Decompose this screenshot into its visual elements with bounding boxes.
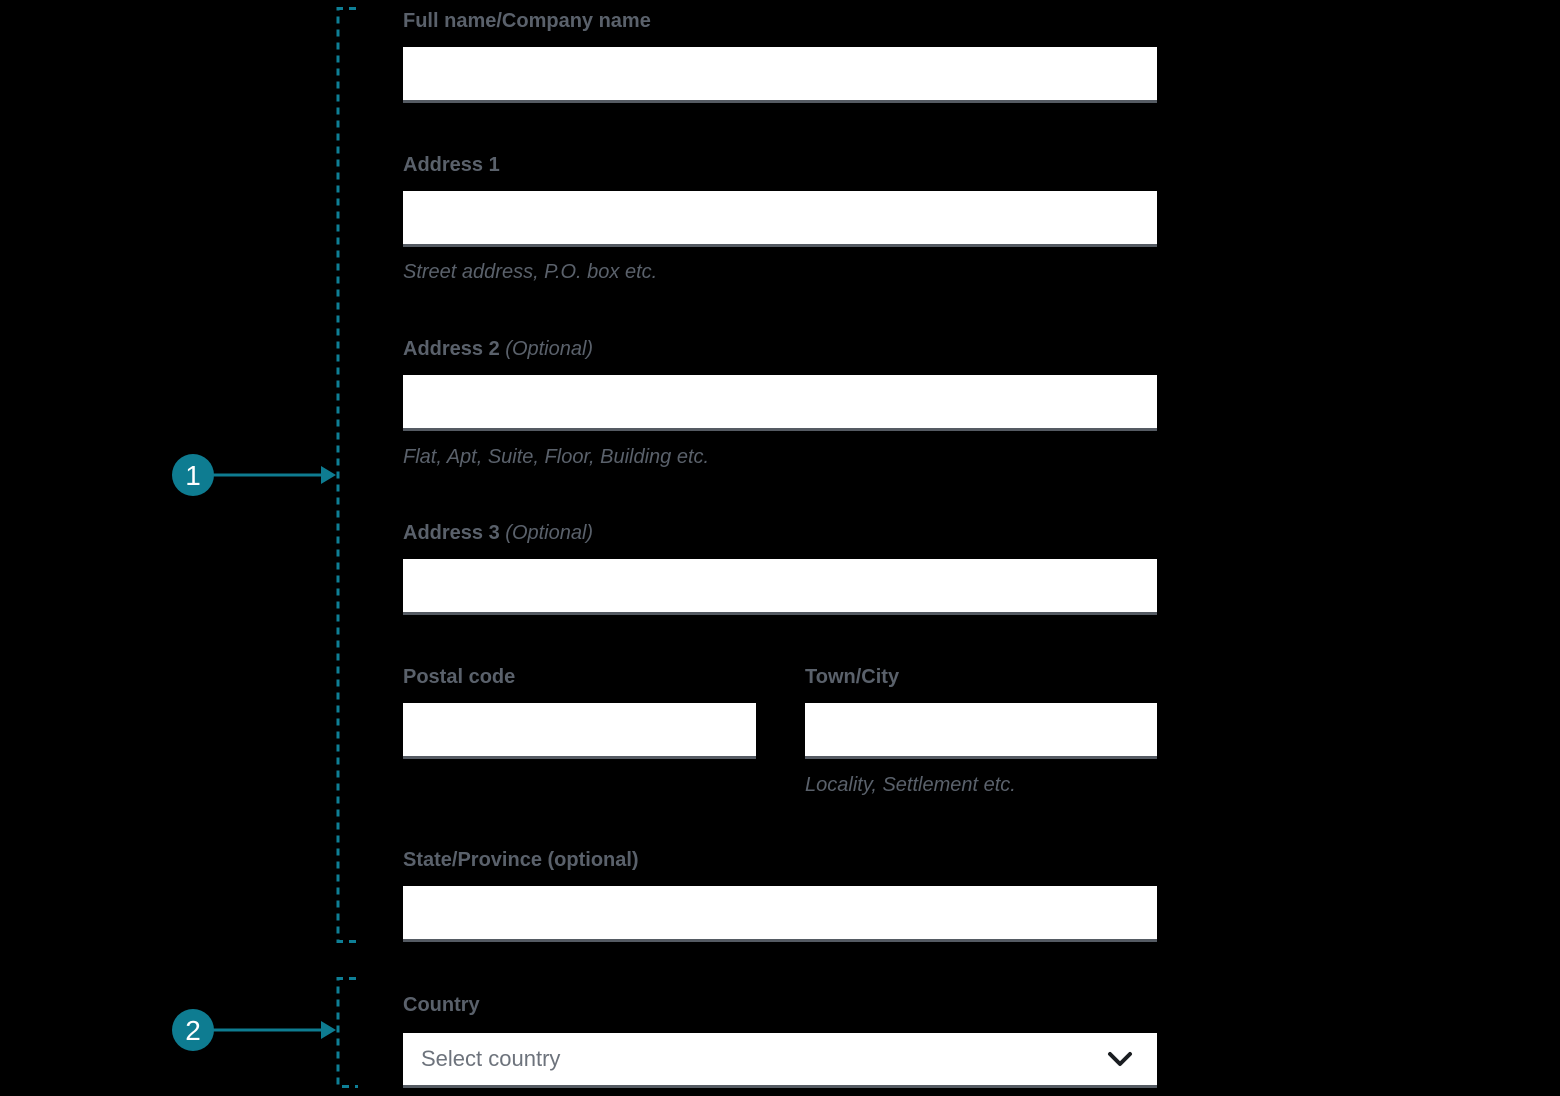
postal-code-label: Postal code (403, 666, 516, 688)
full-name-input[interactable] (403, 47, 1157, 103)
chevron-down-icon (1108, 1052, 1132, 1066)
section-2-bracket (336, 977, 358, 1088)
postal-code-input[interactable] (403, 703, 756, 759)
marker-2-arrow-head (321, 1021, 336, 1039)
marker-2-number: 2 (185, 1015, 201, 1046)
country-label: Country (403, 994, 480, 1016)
marker-1-arrow-head (321, 466, 336, 484)
country-select-value: Select country (421, 1046, 561, 1071)
town-city-input[interactable] (805, 703, 1157, 759)
address-1-helper: Street address, P.O. box etc. (403, 261, 658, 283)
address-2-input[interactable] (403, 375, 1157, 431)
address-2-label: Address 2 (Optional) (403, 338, 594, 360)
country-select[interactable]: Select country (403, 1033, 1157, 1088)
address-3-input[interactable] (403, 559, 1157, 615)
address-2-helper: Flat, Apt, Suite, Floor, Building etc. (403, 446, 710, 468)
state-province-label: State/Province (optional) (403, 849, 639, 871)
address-3-label: Address 3 (Optional) (403, 522, 594, 544)
state-province-input[interactable] (403, 886, 1157, 942)
town-city-label: Town/City (805, 666, 900, 688)
marker-1-number: 1 (185, 460, 201, 491)
address-2-optional-tag: (Optional) (505, 338, 594, 360)
address-1-input[interactable] (403, 191, 1157, 247)
marker-1-circle (172, 454, 214, 496)
town-city-helper: Locality, Settlement etc. (805, 774, 1016, 796)
full-name-label: Full name/Company name (403, 10, 651, 32)
section-1-bracket (336, 7, 356, 943)
address-3-optional-tag: (Optional) (505, 522, 594, 544)
marker-2-circle (172, 1009, 214, 1051)
address-1-label: Address 1 (403, 154, 500, 176)
